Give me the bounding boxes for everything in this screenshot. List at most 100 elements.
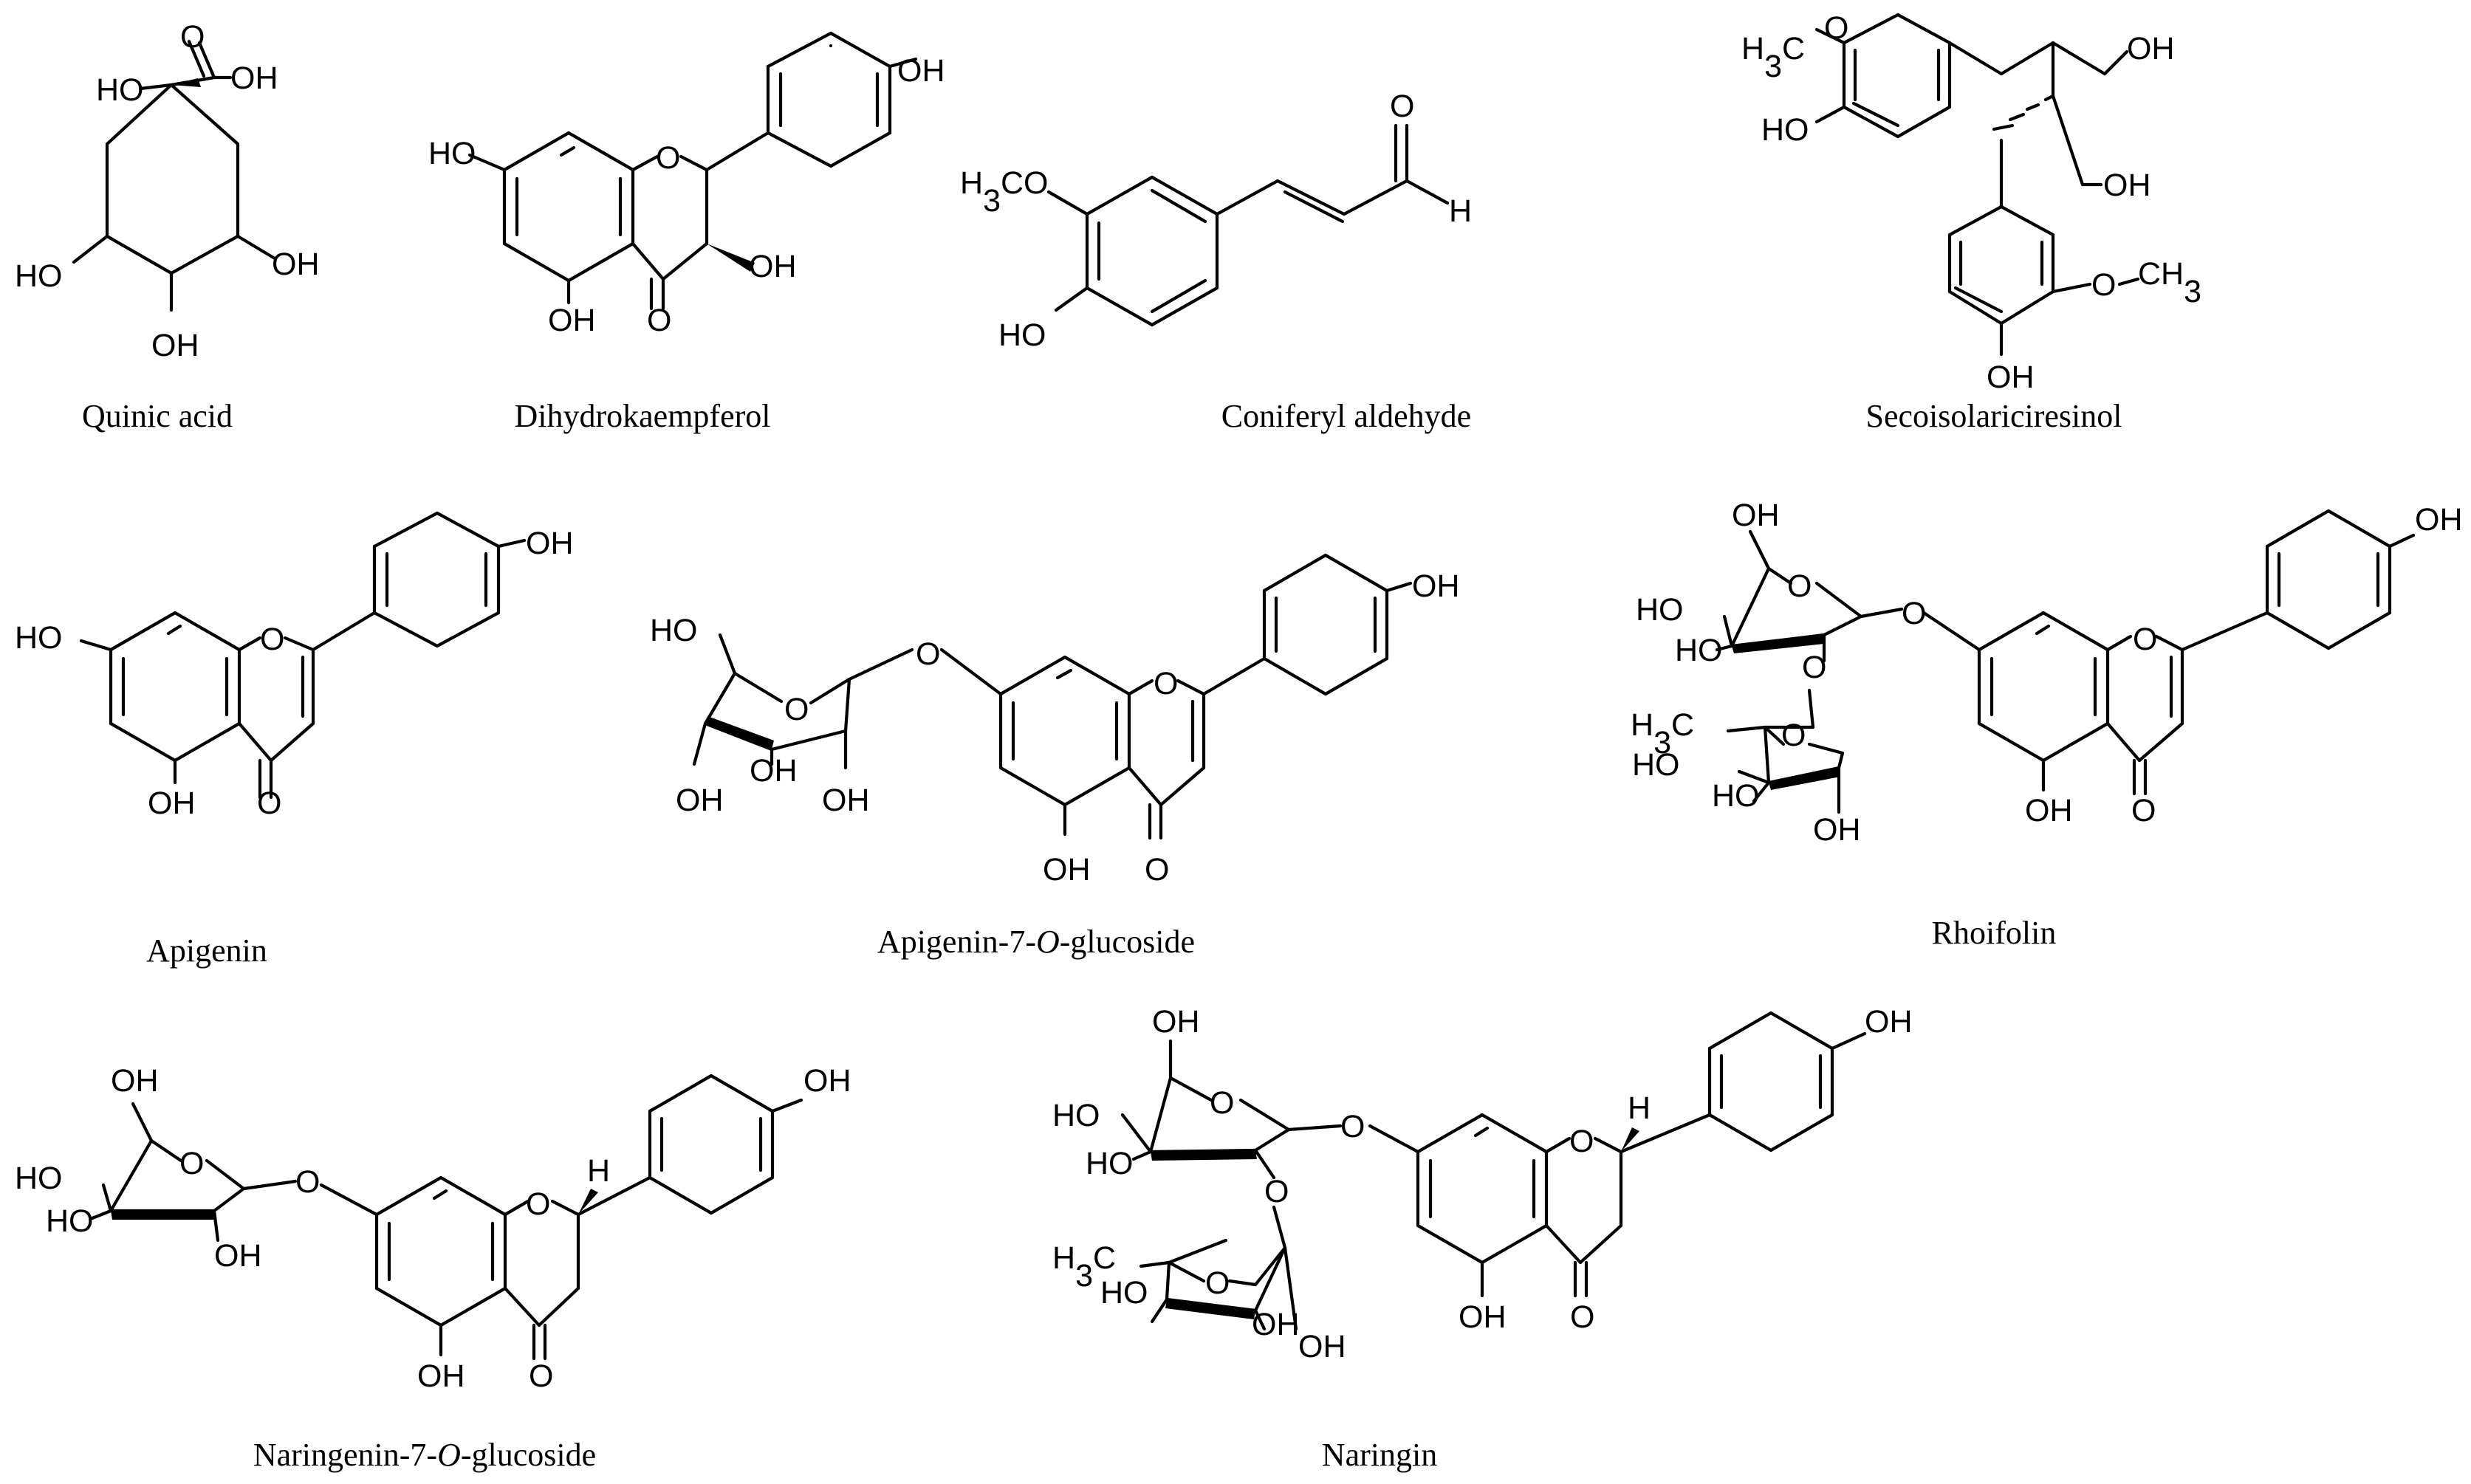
quinic-acid-bonds [72,39,277,312]
rhoifolin-label: OH [2415,502,2463,537]
naringin-c2-wedge [1621,1127,1639,1152]
naringenin-7-o-glucoside-label: OH [214,1238,262,1274]
rhoifolin-label: HO [1675,633,1723,668]
apigenin-7-o-glucoside-label: O [1154,666,1178,701]
coniferyl-aldehyde-label: O [1390,89,1414,124]
quinic-acid-wedge-bond [171,78,201,87]
apigenin-label: OH [526,526,574,561]
compound-rhoifolin: OH O HO HO O O O OH H3C O HO HO OH OH O … [1631,498,2463,951]
naringin-label: OH [1865,1004,1913,1040]
rhoifolin-label: O [2133,622,2157,657]
rhoifolin-label: HO [1712,778,1760,814]
dihydrokaempferol-label: O [656,140,680,176]
quinic-acid-label: OH [151,328,199,363]
naringin-label: O [1205,1265,1230,1301]
rhoifolin-label: OH [1813,812,1861,848]
rhoifolin-label: O [1802,650,1826,685]
apigenin-7-o-glucoside-bonds [692,553,1413,840]
naringenin-7-o-glucoside-label: O [179,1146,204,1181]
naringin-label: HO [1052,1098,1100,1133]
apigenin-label: HO [15,620,63,656]
apigenin-label: O [260,622,284,657]
secoisolariciresinol-label: O [1824,10,1848,46]
naringenin-7-o-glucoside-label: O [526,1186,550,1222]
naringenin-7-o-glucoside-label: HO [15,1161,63,1196]
apigenin-7-o-glucoside-label: OH [676,783,724,818]
naringenin-7-o-glucoside-label: O [295,1164,320,1200]
quinic-acid-label: HO [96,72,144,108]
apigenin-label: O [257,786,281,821]
rhoifolin-caption: Rhoifolin [1932,915,2057,951]
rhoifolin-label: O [1787,568,1812,604]
rhoifolin-label: HO [1632,747,1680,783]
secoisolariciresinol-label: OH [1987,360,2035,395]
naringin-label: HO [1086,1146,1134,1181]
dihydrokaempferol-wedge-bond [707,244,755,272]
naringin-label: OH [1152,1004,1200,1040]
secoisolariciresinol-caption: Secoisolariciresinol [1865,398,2122,434]
compound-apigenin: OH HO O OH O Apigenin [15,511,574,969]
compound-apigenin-7-o-glucoside: OH O O HO O OH OH OH OH O Apigenin-7-O-g… [650,553,1460,960]
compound-coniferyl-aldehyde: O H H3CO HO Coniferyl aldehyde [960,89,1472,434]
dihydrokaempferol-bonds [467,31,918,311]
naringin-label: O [1570,1299,1594,1335]
naringenin-7-o-glucoside-label: OH [111,1063,159,1099]
rhoifolin-label: OH [1732,498,1780,533]
coniferyl-aldehyde-label: HO [998,317,1046,353]
compound-secoisolariciresinol: O H3C HO OH OH O CH3 OH Secoisolaricires… [1741,10,2201,434]
naringenin-7-o-glucoside-c2-wedge [578,1189,598,1215]
dihydrokaempferol-label: OH [548,303,596,338]
secoisolariciresinol-label: CH3 [2138,256,2201,309]
naringenin-7-o-glucoside-label: O [529,1358,553,1394]
quinic-acid-label: OH [230,61,278,96]
apigenin-bonds [79,511,527,800]
secoisolariciresinol-label: H3C [1741,31,1805,84]
apigenin-7-o-glucoside-label: OH [822,783,870,818]
rhoifolin-label: O [1902,596,1926,631]
rhoifolin-label: O [1781,718,1806,753]
apigenin-7-o-glucoside-label: O [1145,852,1169,887]
naringin-label: O [1264,1174,1289,1209]
naringin-label: OH [1252,1307,1300,1342]
naringenin-7-o-glucoside-label: H [587,1153,610,1189]
quinic-acid-label: HO [15,258,63,294]
apigenin-caption: Apigenin [146,932,267,969]
apigenin-7-o-glucoside-sugar-wedge [705,716,774,749]
dihydrokaempferol-label: OH [749,249,797,284]
secoisolariciresinol-hashed-bond [1992,94,2055,131]
apigenin-7-o-glucoside-label: OH [1043,852,1091,887]
naringin-label: OH [1298,1329,1346,1364]
naringin-label: O [1569,1124,1594,1159]
naringin-caption: Naringin [1322,1437,1437,1473]
rhoifolin-label: H3C [1631,707,1694,760]
secoisolariciresinol-bonds [1814,13,2140,357]
secoisolariciresinol-label: OH [2127,31,2175,66]
naringin-label: H3C [1052,1240,1116,1294]
coniferyl-aldehyde-caption: Coniferyl aldehyde [1221,398,1471,434]
rhoifolin-rhamnose-wedge [1769,768,1840,790]
naringin-label: HO [1100,1275,1148,1310]
naringin-label: OH [1459,1299,1507,1335]
dihydrokaempferol-label: OH [897,53,945,89]
naringin-glucose-wedge [1151,1150,1257,1161]
apigenin-7-o-glucoside-caption: Apigenin-7-O-glucoside [877,924,1195,960]
naringin-rhamnose-wedge [1165,1299,1255,1319]
dihydrokaempferol-caption: Dihydrokaempferol [515,398,771,434]
quinic-acid-caption: Quinic acid [82,398,233,434]
naringenin-7-o-glucoside-caption: Naringenin-7-O-glucoside [253,1437,596,1473]
naringin-label: H [1628,1090,1651,1126]
coniferyl-aldehyde-bonds [1046,123,1450,327]
secoisolariciresinol-label: OH [2103,168,2151,203]
compound-naringenin-7-o-glucoside: OH O HO HO OH O O H OH OH O Naringenin-7… [15,1063,851,1473]
naringenin-7-o-glucoside-sugar-wedge [111,1211,216,1220]
apigenin-7-o-glucoside-label: OH [1412,568,1460,604]
compound-dihydrokaempferol: OH HO O OH OH O Dihydrokaempferol [428,31,945,434]
naringenin-7-o-glucoside-label: OH [803,1063,851,1099]
naringin-bonds [1120,1011,1867,1331]
apigenin-7-o-glucoside-label: HO [650,613,698,648]
quinic-acid-label: O [180,19,205,55]
naringin-label: O [1210,1085,1234,1121]
rhoifolin-label: HO [1636,592,1684,628]
coniferyl-aldehyde-label: H3CO [960,165,1048,219]
